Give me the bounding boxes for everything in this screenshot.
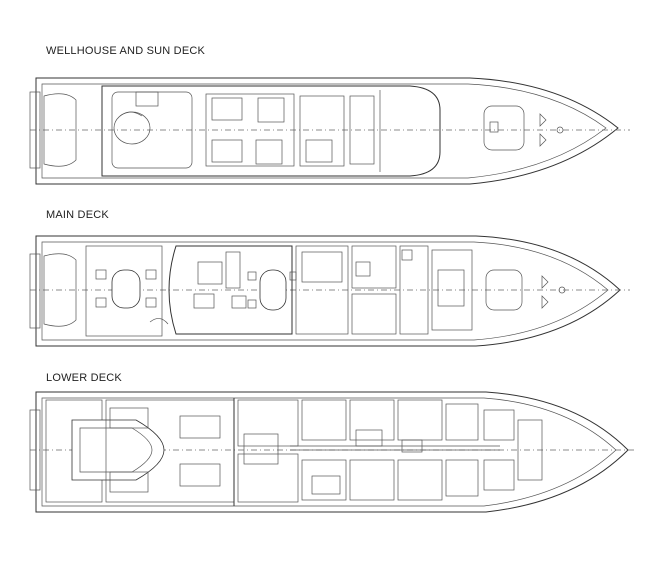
- sun-deck-plan: [29, 77, 630, 185]
- sun-deck-label: WELLHOUSE AND SUN DECK: [46, 45, 206, 57]
- lower-deck-label: LOWER DECK: [46, 372, 122, 384]
- main-deck-label: MAIN DECK: [46, 209, 109, 221]
- main-deck-plan: [29, 235, 630, 347]
- lower-deck-plan: [29, 391, 634, 513]
